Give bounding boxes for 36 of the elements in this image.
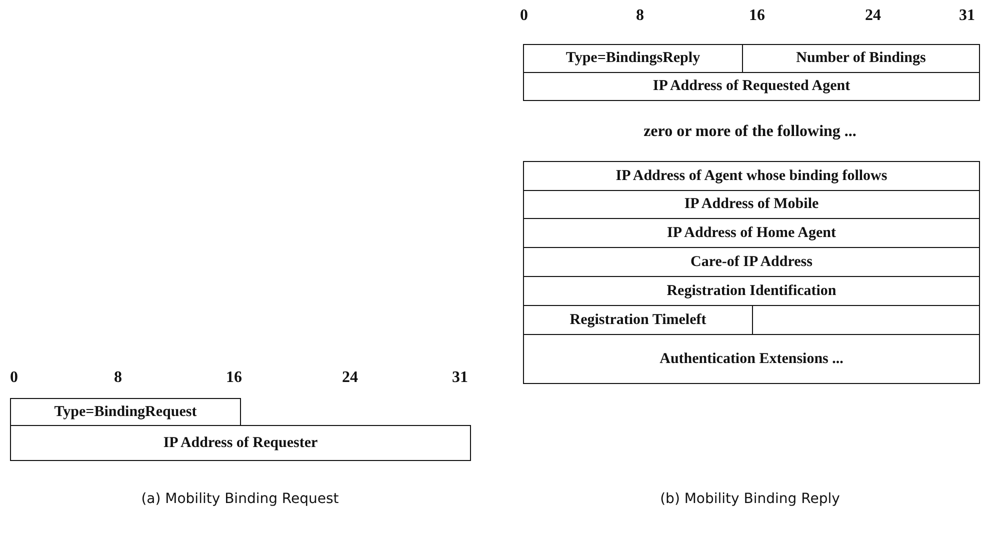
header-field (742, 44, 980, 73)
header-field (523, 218, 980, 248)
field-label: Registration Timeleft (570, 312, 706, 328)
bit-number: 8 (114, 369, 122, 387)
caption: (b) Mobility Binding Reply (660, 491, 840, 507)
field-label: Care-of IP Address (690, 254, 812, 270)
bit-number: 31 (959, 7, 975, 25)
header-field (523, 334, 980, 384)
header-field (10, 398, 241, 426)
note: zero or more of the following ... (644, 123, 856, 141)
field-label: IP Address of Mobile (684, 196, 819, 213)
field-label: Number of Bindings (796, 50, 926, 67)
field-label: Type=BindingsReply (566, 50, 700, 67)
caption: (a) Mobility Binding Request (141, 491, 339, 507)
field-label: IP Address of Requested Agent (652, 78, 850, 95)
bit-number: 0 (520, 7, 528, 25)
header-field (523, 190, 980, 219)
bit-number: 24 (865, 7, 881, 25)
field-label: IP Address of Agent whose binding follows (616, 168, 888, 184)
bit-number: 31 (452, 369, 468, 387)
field-label: Type=BindingRequest (54, 404, 197, 420)
header-field (523, 44, 743, 73)
header-field (523, 72, 980, 101)
field-label: IP Address of Requester (163, 434, 318, 452)
header-field (10, 425, 471, 461)
bit-number: 16 (226, 369, 242, 387)
bit-number: 24 (342, 369, 358, 387)
field-label: Authentication Extensions ... (660, 350, 844, 368)
header-field (523, 161, 980, 191)
bit-number: 0 (10, 369, 18, 387)
field-label: IP Address of Home Agent (667, 224, 836, 242)
header-field (523, 276, 980, 306)
bit-number: 8 (636, 7, 644, 25)
field-label: Registration Identification (666, 282, 836, 300)
bit-number: 16 (749, 7, 765, 25)
header-field (523, 247, 980, 277)
